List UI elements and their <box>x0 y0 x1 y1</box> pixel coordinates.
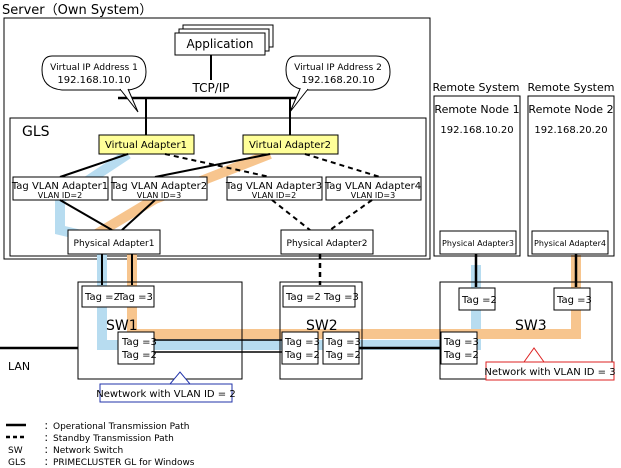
legend-gls-text: ：PRIMECLUSTER GL for Windows <box>44 458 195 468</box>
virtual-adapter-1-label: Virtual Adapter1 <box>105 140 187 151</box>
sw1-tag-3: Tag =3 <box>117 292 153 303</box>
sw3-port-left-tag-3: Tag =3 <box>443 337 479 348</box>
physical-adapter-3-label: Physical Adapter3 <box>442 239 514 248</box>
legend-sw-key: SW <box>8 446 23 456</box>
remote-node-1-ip: 192.168.10.20 <box>440 125 513 136</box>
tag-vlan-adapter-2-name: Tag VLAN Adapter2 <box>110 181 207 192</box>
sw2-port-right-tag-3: Tag =3 <box>325 337 361 348</box>
tag-vlan-adapter-2: Tag VLAN Adapter2 VLAN ID=3 <box>110 176 208 201</box>
vlan3-callout-text: Network with VLAN ID = 3 <box>484 367 615 378</box>
va2-tagvlan2-line <box>154 153 271 178</box>
sw3-port-left <box>440 331 478 365</box>
tcpip-label: TCP/IP <box>191 81 229 95</box>
sw2-box <box>279 281 363 380</box>
sw2-port-left-tag-3: Tag =3 <box>284 337 320 348</box>
remote-node-2-ip: 192.168.20.20 <box>534 125 607 136</box>
sw2-port-right-tag-2: Tag =2 <box>325 350 361 361</box>
sw1-tag-box <box>81 285 155 308</box>
tag-vlan-adapter-1-name: Tag VLAN Adapter1 <box>11 181 108 192</box>
va1-tagvlan1-line <box>59 153 129 178</box>
legend-gls-key: GLS <box>8 458 26 468</box>
vip2-bubble: Virtual IP Address 2 192.168.20.10 <box>285 55 391 113</box>
vip1-line2: 192.168.10.10 <box>57 75 130 86</box>
tag-vlan-adapter-3-vlan: VLAN ID=2 <box>252 191 296 200</box>
vip2-line2: 192.168.20.10 <box>301 75 374 86</box>
server-title: Server（Own System） <box>2 3 152 18</box>
tag-vlan-adapter-1: Tag VLAN Adapter1 VLAN ID=2 <box>11 176 109 201</box>
sw1-box <box>77 281 243 380</box>
sw2-tag-top: Tag =2 Tag =3 <box>285 292 359 303</box>
sw2-port-left-tag-2: Tag =2 <box>284 350 320 361</box>
sw1-tag-2: Tag =2 <box>84 292 120 303</box>
legend: ：Operational Transmission Path ：Standby … <box>6 422 195 468</box>
sw3-tag-b-box <box>553 287 591 311</box>
virtual-adapter-1: Virtual Adapter1 <box>98 134 195 155</box>
vip1-bubble: Virtual IP Address 1 192.168.10.10 <box>41 55 147 113</box>
remote-system-1-title: Remote System <box>433 81 520 94</box>
sw3-tag-a: Tag =2 <box>461 295 497 306</box>
gls-label: GLS <box>22 124 50 140</box>
gls-box <box>9 117 427 257</box>
physical-adapter-4 <box>531 230 609 255</box>
tag-vlan-adapter-3: Tag VLAN Adapter3 VLAN ID=2 <box>225 176 323 201</box>
tag-vlan-adapter-4-name: Tag VLAN Adapter4 <box>324 181 421 192</box>
application-label: Application <box>186 37 253 51</box>
vip2-line1: Virtual IP Address 2 <box>294 63 382 73</box>
tag-vlan-adapter-4: Tag VLAN Adapter4 VLAN ID=3 <box>324 176 422 201</box>
sw3-label: SW3 <box>515 318 547 334</box>
vlan2-callout: Newtwork with VLAN ID = 2 <box>96 371 236 403</box>
application-box: Application <box>174 24 274 56</box>
tag-vlan-adapter-2-vlan: VLAN ID=3 <box>137 191 181 200</box>
remote-system-2-title: Remote System <box>528 81 615 94</box>
legend-operational-text: ：Operational Transmission Path <box>44 422 189 432</box>
physical-adapter-1-label: Physical Adapter1 <box>74 239 155 249</box>
physical-adapter-3 <box>439 230 517 255</box>
sw3-tag-b: Tag =3 <box>556 295 592 306</box>
sw1-label: SW1 <box>106 318 138 334</box>
legend-standby-text: ：Standby Transmission Path <box>44 434 174 444</box>
sw3-tag-a-box <box>458 287 496 311</box>
sw1-port-tag-box <box>117 331 155 365</box>
tag-vlan-adapter-1-vlan: VLAN ID=2 <box>38 191 82 200</box>
va2-tagvlan4-line <box>304 153 381 178</box>
tag-vlan-adapter-4-vlan: VLAN ID=3 <box>351 191 395 200</box>
legend-sw-text: ：Network Switch <box>44 446 123 456</box>
vlan3-callout: Network with VLAN ID = 3 <box>484 347 616 381</box>
sw2-port-left <box>281 331 319 365</box>
sw2-tag-box <box>282 285 356 308</box>
remote-node-2-label: Remote Node 2 <box>528 103 613 116</box>
physical-adapter-1: Physical Adapter1 <box>67 229 161 255</box>
virtual-adapter-2: Virtual Adapter2 <box>242 134 339 155</box>
physical-adapter-2: Physical Adapter2 <box>280 229 374 255</box>
remote-node-2-box <box>527 95 615 257</box>
sw1-port-tag-2: Tag =2 <box>121 350 157 361</box>
sw3-port-left-tag-2: Tag =2 <box>443 350 479 361</box>
vip1-line1: Virtual IP Address 1 <box>50 63 138 73</box>
sw2-label: SW2 <box>306 318 338 334</box>
server-box <box>3 17 431 260</box>
vlan2-callout-text: Newtwork with VLAN ID = 2 <box>96 389 235 400</box>
sw1-port-tag-3: Tag =3 <box>121 337 157 348</box>
tag-vlan-adapter-3-name: Tag VLAN Adapter3 <box>225 181 322 192</box>
physical-adapter-4-label: Physical Adapter4 <box>534 239 606 248</box>
lan-label: LAN <box>8 360 30 373</box>
physical-adapter-2-label: Physical Adapter2 <box>287 239 368 249</box>
virtual-adapter-2-label: Virtual Adapter2 <box>249 140 331 151</box>
remote-node-1-label: Remote Node 1 <box>434 103 519 116</box>
